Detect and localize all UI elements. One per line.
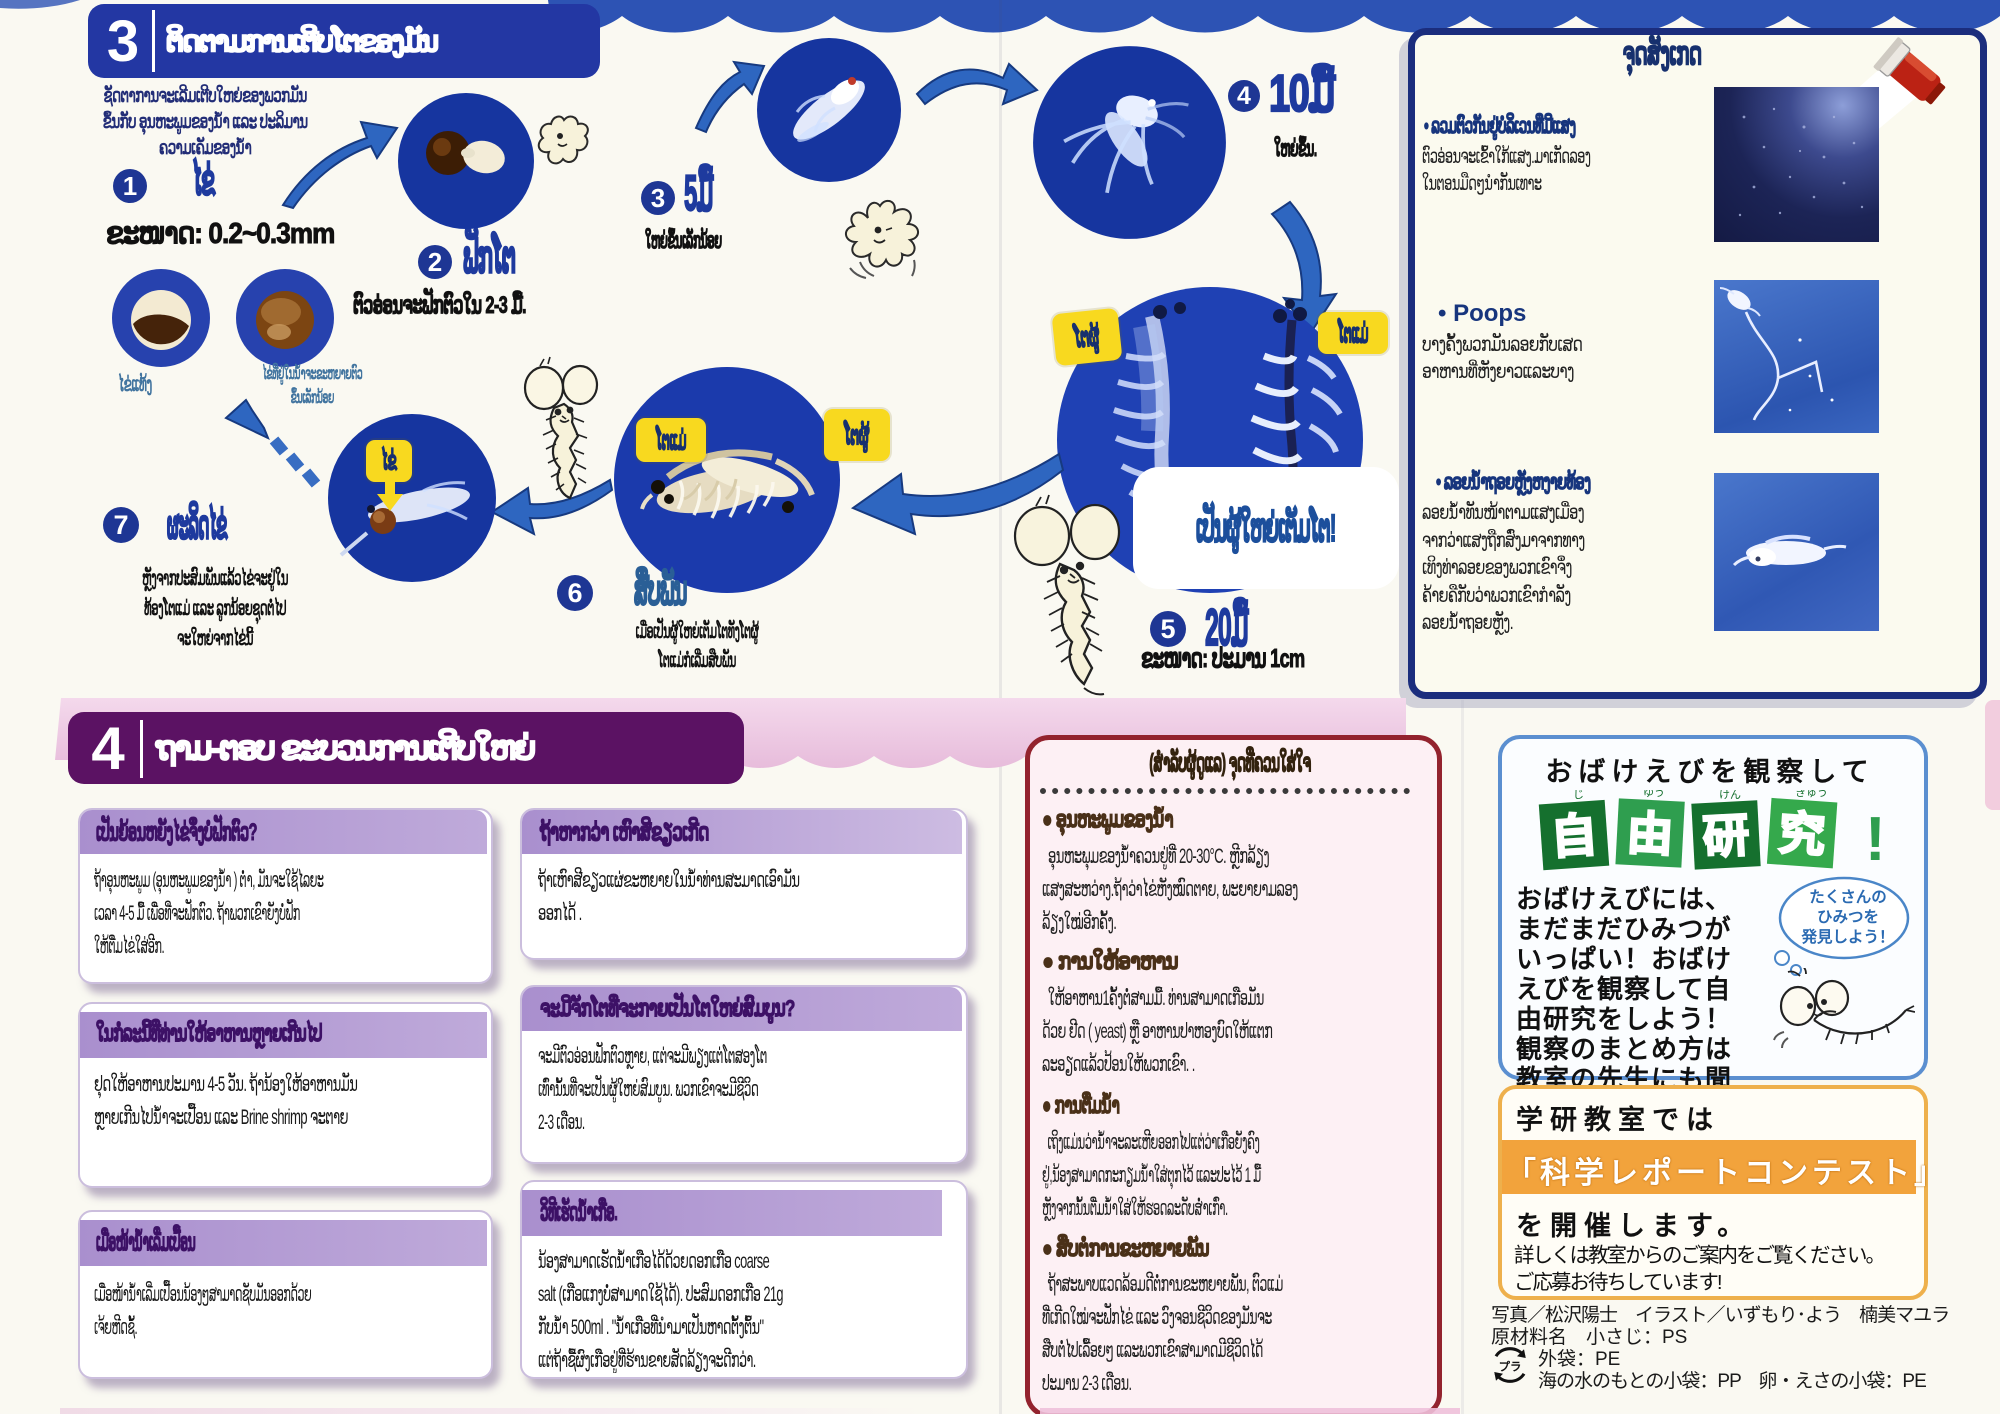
svg-text:きゅう: きゅう bbox=[1795, 790, 1828, 799]
svg-text:!: ! bbox=[1865, 805, 1886, 874]
svg-text:じ: じ bbox=[1573, 790, 1584, 801]
svg-text:究: 究 bbox=[1777, 807, 1827, 862]
svg-text:由: 由 bbox=[1626, 807, 1675, 861]
svg-text:ゆう: ゆう bbox=[1643, 790, 1665, 799]
svg-text:自: 自 bbox=[1549, 809, 1599, 864]
svg-text:けん: けん bbox=[1719, 790, 1741, 801]
svg-text:研: 研 bbox=[1702, 809, 1751, 863]
svg-text:プラ: プラ bbox=[1499, 1359, 1522, 1373]
